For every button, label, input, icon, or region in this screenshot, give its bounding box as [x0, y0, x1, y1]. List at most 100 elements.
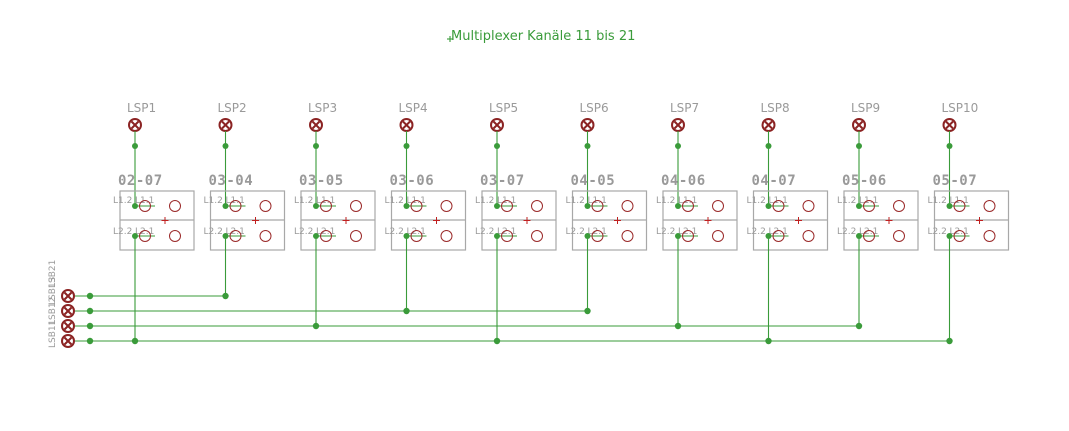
speaker-label-1: LSP1 — [127, 101, 156, 115]
pin-label: L2.1 — [226, 227, 245, 237]
title-group: Multiplexer Kanäle 11 bis 21 — [447, 29, 635, 44]
pin-label: L2.1 — [678, 227, 697, 237]
relay-label-8: 04-07 — [752, 173, 797, 189]
contact-ring — [169, 230, 181, 242]
speaker-pad-icon — [128, 118, 142, 132]
pin-label: L2.1 — [588, 227, 607, 237]
junction-dot — [403, 143, 410, 149]
contact-ring — [712, 200, 724, 212]
contact-ring — [139, 200, 151, 212]
bus-junction — [86, 292, 94, 300]
speaker-pad-icon-x2 — [221, 120, 230, 130]
speaker-pad-icon — [761, 118, 776, 132]
contact-ring — [682, 200, 694, 212]
pin-label: L2.1 — [316, 227, 335, 237]
pin-label: L2.1 — [950, 227, 969, 237]
pin-label: L1.2 — [747, 196, 766, 206]
junction-dot — [132, 143, 138, 149]
bus-junction — [765, 337, 772, 345]
connector-pad-icon — [61, 334, 75, 348]
bus-junction — [86, 322, 94, 330]
pin-label: L2.2 — [837, 227, 856, 237]
contact-ring — [983, 200, 996, 212]
contact-ring — [712, 230, 724, 242]
contact-ring — [501, 230, 513, 242]
junction-dot — [584, 143, 591, 149]
pin-label: L2.2 — [566, 227, 585, 237]
speaker-pad-icon — [399, 118, 414, 132]
junction-dot — [222, 143, 229, 149]
contact-ring — [772, 200, 785, 212]
bus-junction — [403, 307, 410, 315]
contact-ring — [440, 200, 453, 212]
pin-label: L1.2 — [837, 196, 856, 206]
pin-label: L2.2 — [928, 227, 947, 237]
bus-junction — [131, 337, 139, 345]
speaker-pad-icon — [942, 118, 957, 132]
pin-label: L1.2 — [385, 196, 404, 206]
relay-label-4: 03-06 — [390, 173, 435, 189]
contact-ring — [591, 200, 604, 212]
speaker-label-4: LSP4 — [399, 101, 428, 115]
bus-junction — [946, 337, 953, 345]
connector-pad-icon-x2 — [63, 336, 73, 346]
contact-ring — [320, 200, 332, 212]
contact-ring — [229, 200, 242, 212]
relay-label-10: 05-07 — [933, 173, 978, 189]
diagram-title: Multiplexer Kanäle 11 bis 21 — [451, 29, 635, 44]
contact-ring — [410, 230, 423, 242]
relay-label-3: 03-05 — [299, 173, 344, 189]
contact-ring — [893, 200, 905, 212]
junction-dot — [856, 143, 862, 149]
speaker-pad-icon-x2 — [402, 120, 411, 130]
connector-label-2: LSB12 — [48, 297, 58, 325]
contact-ring — [259, 230, 272, 242]
pin-label: L2.1 — [407, 227, 426, 237]
connector-label-4: LSB21 — [48, 260, 58, 288]
pin-label: L1.2 — [294, 196, 313, 206]
contact-dot — [132, 203, 138, 209]
relay-label-9: 05-06 — [842, 173, 887, 189]
junction-dot — [946, 143, 953, 149]
pin-label: L2.2 — [747, 227, 766, 237]
contact-ring — [259, 200, 272, 212]
contact-dot — [222, 203, 229, 209]
relay-label-5: 03-07 — [480, 173, 525, 189]
pin-label: L2.2 — [475, 227, 494, 237]
bus-wires — [70, 292, 948, 345]
speaker-pad-icon — [490, 118, 504, 132]
contact-dot — [765, 203, 772, 209]
connector-pad-icon-x2 — [63, 321, 73, 331]
speaker-label-9: LSP9 — [851, 101, 880, 115]
relay-label-1: 02-07 — [118, 173, 163, 189]
bus-junction — [312, 322, 320, 330]
contact-ring — [863, 200, 875, 212]
contact-ring — [229, 230, 242, 242]
contact-ring — [802, 230, 815, 242]
pin-label: L1.2 — [475, 196, 494, 206]
speaker-pad-icon-x2 — [764, 120, 773, 130]
contact-ring — [863, 230, 875, 242]
speaker-pad-icon-x2 — [130, 120, 140, 130]
pin-label: L2.2 — [204, 227, 223, 237]
speaker-pad-icon-x2 — [673, 120, 683, 130]
junction-dot — [675, 143, 681, 149]
contact-ring — [893, 230, 905, 242]
relay-label-7: 04-06 — [661, 173, 706, 189]
pin-label: L2.1 — [135, 227, 154, 237]
contact-ring — [440, 230, 453, 242]
pin-label: L2.2 — [385, 227, 404, 237]
contact-dot — [494, 203, 500, 209]
speaker-label-8: LSP8 — [761, 101, 790, 115]
connector-pad-icon — [61, 304, 75, 318]
contact-ring — [953, 200, 966, 212]
contact-ring — [591, 230, 604, 242]
bus-junction — [674, 322, 682, 330]
contact-ring — [410, 200, 423, 212]
bus-junction — [493, 337, 501, 345]
contact-ring — [139, 230, 151, 242]
pin-label: L2.2 — [294, 227, 313, 237]
speaker-pad-icon — [309, 118, 323, 132]
contact-dot — [856, 203, 862, 209]
speaker-pad-icon — [218, 118, 233, 132]
